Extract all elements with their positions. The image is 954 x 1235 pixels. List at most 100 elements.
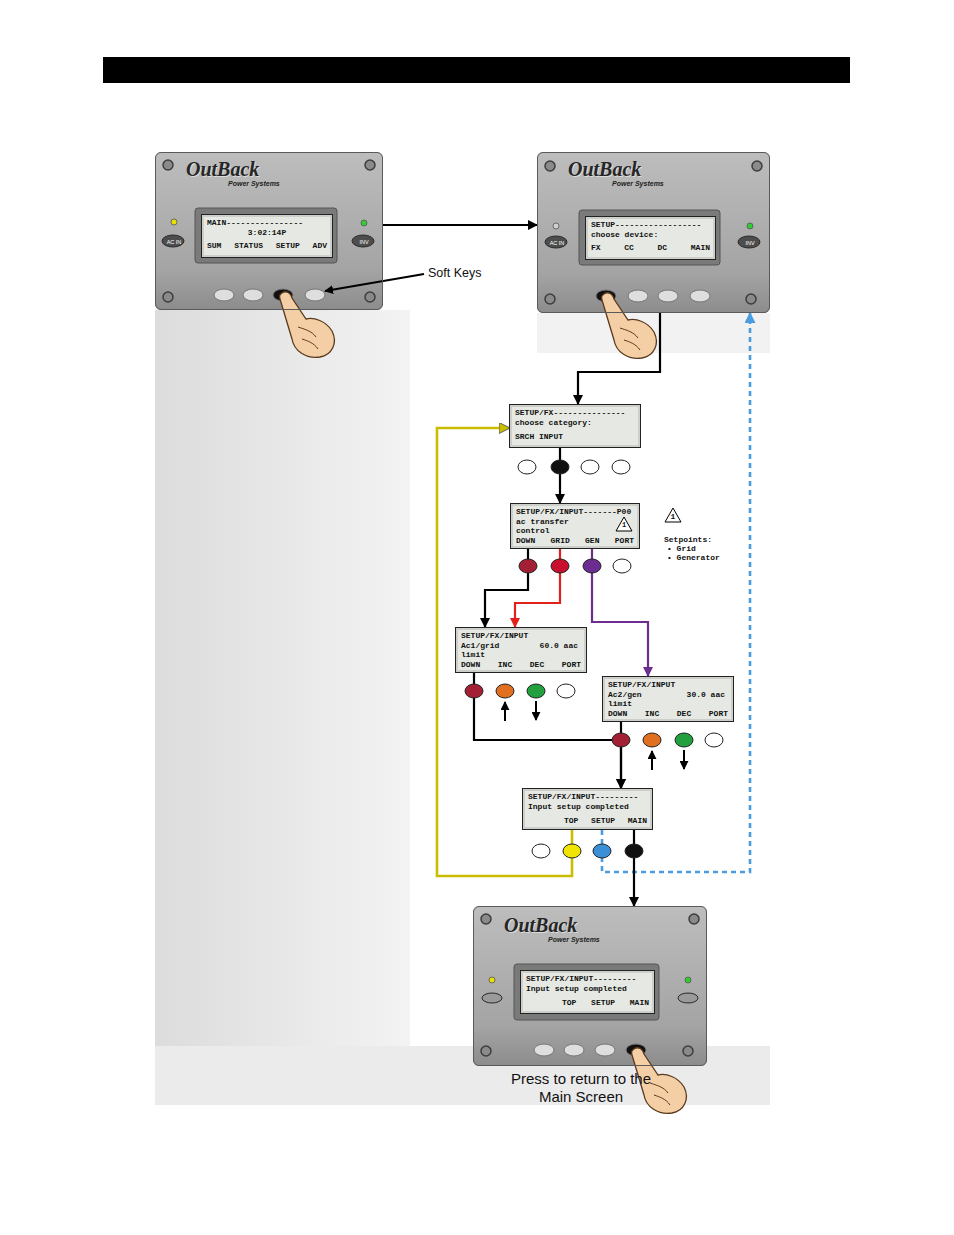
pointing-hand (602, 293, 657, 359)
status-led (171, 219, 753, 983)
soft-key-circle (532, 844, 550, 858)
note-text: • Generator (667, 553, 720, 562)
panel-screw (689, 914, 699, 924)
panel-button (678, 993, 698, 1003)
leader-line (325, 274, 424, 291)
logo-subtitle: Power Systems (612, 180, 664, 188)
screen-text: SETUP/FX/INPUT--------- (526, 974, 649, 984)
pointing-hand (280, 292, 687, 1114)
lcd-screen: SETUP/FX/INPUT-------P00ac transfer cont… (510, 503, 640, 549)
screen-text: SETUP------------------ (591, 220, 710, 230)
callout-number: 1 (664, 507, 682, 523)
screen-text: Input setup completed (526, 984, 649, 994)
header-bar (103, 57, 850, 83)
panel-screw (365, 160, 375, 170)
soft-key-circle (583, 559, 601, 573)
logo-text: OutBack (504, 914, 577, 936)
panel-screw (163, 292, 173, 302)
screen-text: SETUP/FX/INPUT (461, 631, 581, 641)
soft-key (595, 1044, 615, 1056)
screen-frame (195, 208, 337, 263)
button-label: AC IN (543, 239, 571, 247)
soft-key-circle (551, 460, 569, 474)
screen-text: choose device: (591, 230, 710, 240)
soft-key (658, 290, 678, 302)
soft-key (690, 290, 710, 302)
soft-key-circle (519, 559, 537, 573)
soft-key-circle (613, 559, 631, 573)
note-text: • Grid (667, 544, 696, 553)
lcd-screen: SETUP/FX/INPUT---------Input setup compl… (520, 970, 655, 1014)
screen-text: Ac2/gen limit (608, 690, 656, 709)
soft-key-circle (625, 844, 643, 858)
screen-text: SETUP/FX/INPUT (608, 680, 728, 690)
soft-key-circle (557, 684, 575, 698)
soft-key (534, 1044, 554, 1056)
logo-subtitle: Power Systems (228, 180, 280, 188)
lcd-screen: SETUP/FX/INPUTAc2/gen limit 30.0 aacDOWN … (602, 676, 734, 722)
status-led (171, 219, 177, 225)
flow-arrow (559, 448, 561, 503)
device-panel-body (473, 906, 707, 1066)
device-panel-body (155, 152, 770, 1066)
screen-text: SUM STATUS SETUP ADV (207, 241, 327, 251)
soft-key-circle (593, 844, 611, 858)
panel-screw (481, 1046, 491, 1056)
status-led (747, 223, 753, 229)
inc-dec-arrow (683, 750, 685, 769)
soft-key (214, 289, 234, 301)
lcd-screen: SETUP/FX/INPUTAc1/grid limit60.0 aacDOWN… (455, 627, 587, 673)
panel-button (482, 993, 502, 1003)
status-led (553, 223, 559, 229)
device-panel: OutBackPower SystemsAC ININVSETUP-------… (537, 152, 770, 313)
lcd-screen: SETUP/FX---------------choose category:S… (509, 404, 641, 448)
logo-subtitle: Power Systems (548, 936, 600, 944)
inc-dec-arrow (504, 702, 506, 721)
soft-key-circle (643, 733, 661, 747)
callout-label: Soft Keys (428, 266, 482, 281)
screen-text: 30.0 aac (687, 690, 725, 700)
callout-number: 1 (615, 516, 633, 532)
soft-key-circle (527, 684, 545, 698)
screen-frame (579, 210, 720, 265)
screen-text: choose category: (515, 418, 635, 428)
screen-text: SRCH INPUT (515, 432, 635, 442)
soft-key-circle (465, 684, 483, 698)
screen-text: TOP SETUP MAIN (526, 998, 649, 1008)
lcd-screen: SETUP------------------choose device:FX … (585, 216, 716, 260)
status-led (489, 977, 495, 983)
status-led (685, 977, 691, 983)
photo-background (155, 310, 410, 1105)
inc-dec-arrow (535, 701, 537, 720)
panel-screw (545, 161, 555, 171)
screen-text: 3:02:14P (207, 228, 327, 238)
inc-dec-arrow (651, 751, 653, 770)
photo-background (155, 310, 770, 1105)
lcd-screen: SETUP/FX/INPUT---------Input setup compl… (522, 788, 653, 830)
screen-text: Ac1/grid limit (461, 641, 509, 660)
note-text: Setpoints: (664, 535, 712, 544)
screen-text: TOP SETUP MAIN (528, 816, 647, 826)
soft-key (305, 289, 325, 301)
panel-screw (163, 160, 173, 170)
panel-screw (545, 294, 555, 304)
soft-key (564, 1044, 584, 1056)
flow-arrow (620, 722, 622, 788)
soft-key-circle (612, 733, 630, 747)
device-panel: OutBackPower SystemsSETUP/FX/INPUT------… (473, 906, 707, 1066)
panel-screw (752, 161, 762, 171)
button-label: INV (736, 239, 764, 247)
panel-button (162, 235, 760, 1003)
instruction-text: Press to return to the Main Screen (506, 1070, 656, 1106)
screen-text: DOWN INC DEC PORT (608, 709, 728, 719)
screen-text: DOWN GRID GEN PORT (516, 536, 634, 546)
status-led (361, 220, 367, 226)
flow-arrow (383, 224, 537, 226)
soft-key (628, 290, 648, 302)
soft-key (214, 289, 710, 1056)
panel-screw (683, 1046, 693, 1056)
soft-key-circle (518, 460, 536, 474)
